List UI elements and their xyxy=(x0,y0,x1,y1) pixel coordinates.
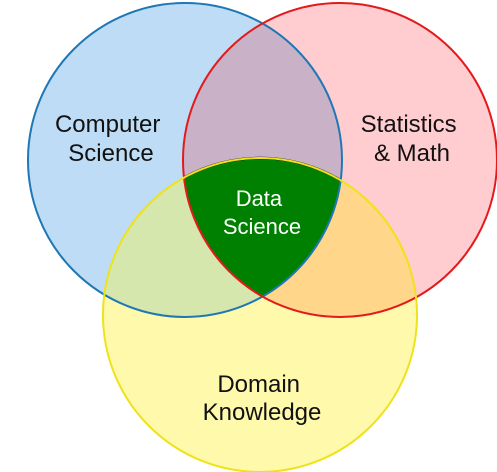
domain-knowledge-label: Domain Knowledge xyxy=(203,371,322,426)
data-science-label: Data Science xyxy=(223,186,301,239)
statistics-math-label: Statistics & Math xyxy=(361,111,464,167)
computer-science-label: Computer Science xyxy=(55,111,167,167)
computer-science-outline xyxy=(27,2,343,318)
domain-knowledge-outline xyxy=(102,157,418,472)
statistics-math-outline xyxy=(182,2,497,318)
